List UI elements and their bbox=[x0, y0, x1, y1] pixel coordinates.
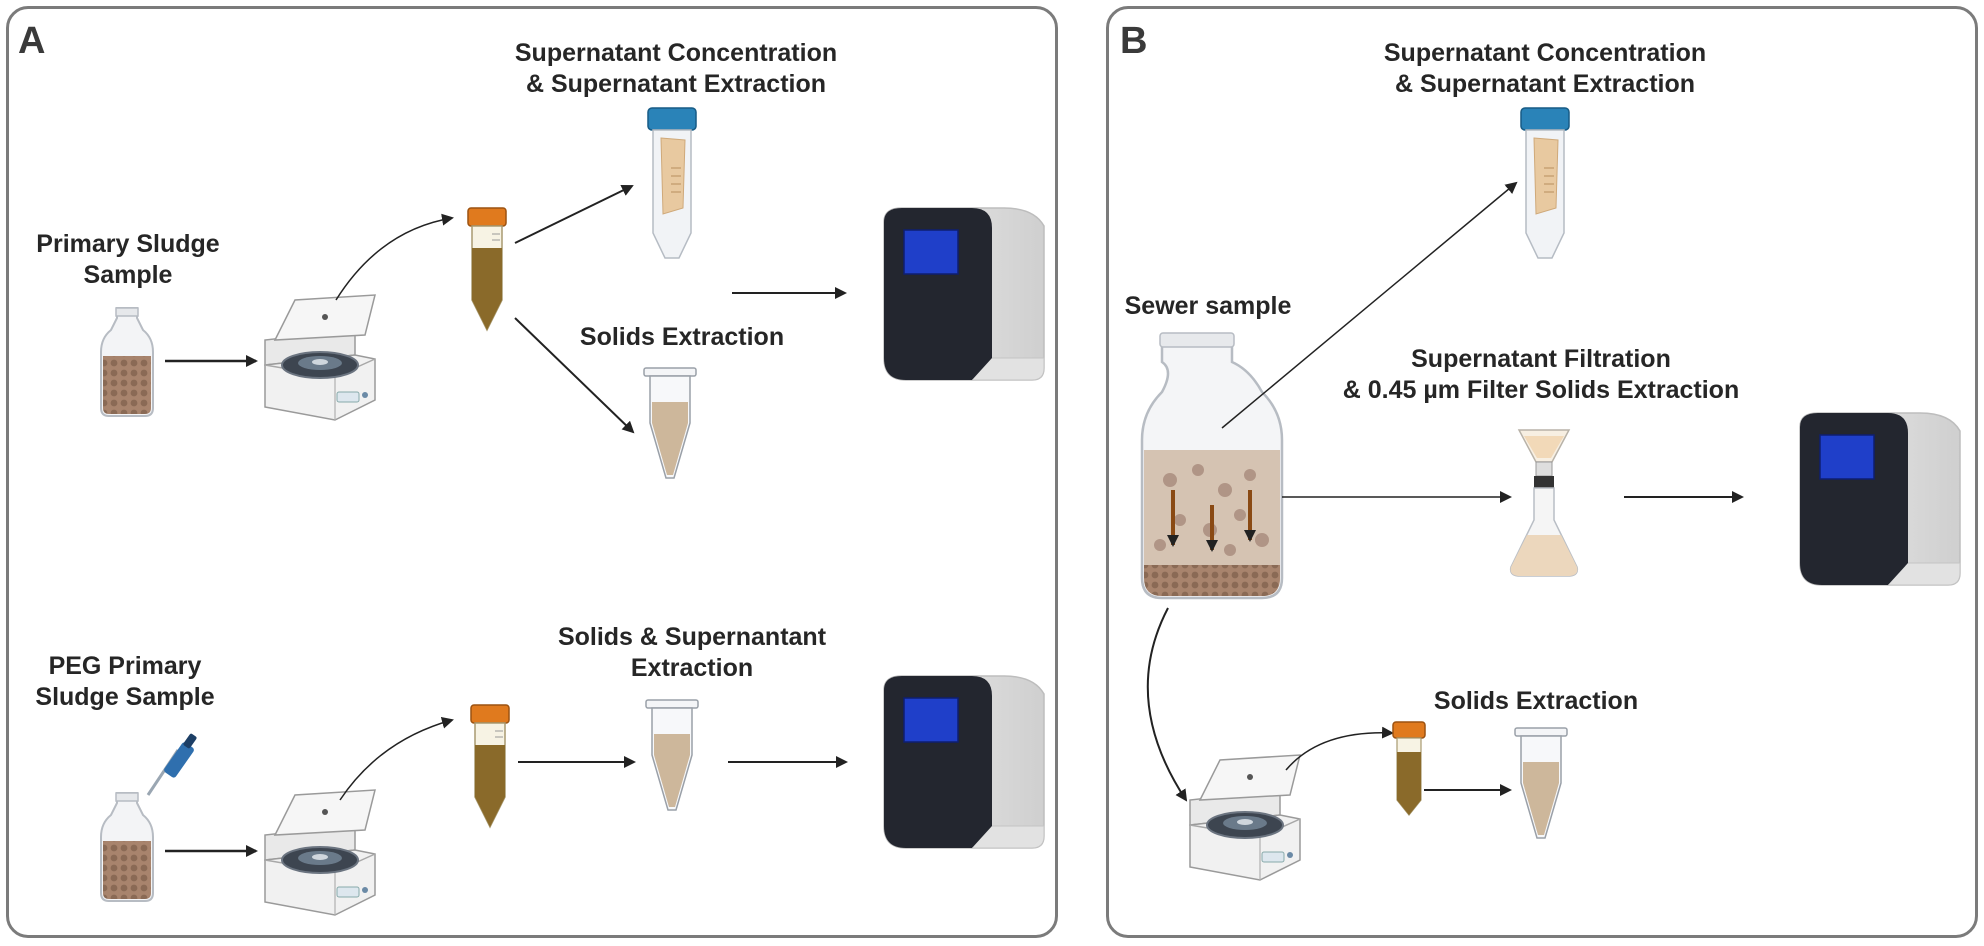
sewer-sample-bottle-icon bbox=[1140, 332, 1284, 600]
qpcr-instrument-icon bbox=[883, 207, 1045, 381]
centrifuge-icon bbox=[1189, 754, 1301, 881]
qpcr-instrument-icon bbox=[1799, 412, 1961, 586]
a-primary-sludge-label: Primary Sludge Sample bbox=[36, 230, 220, 289]
centrifuge-icon bbox=[264, 789, 376, 916]
pipette-icon bbox=[146, 733, 197, 796]
peg-sludge-bottle-icon bbox=[100, 792, 154, 902]
b-sewer-sample-label: Sewer sample bbox=[1124, 292, 1292, 320]
sludge-bottle-icon bbox=[100, 307, 154, 417]
b-solids-extraction-label: Solids Extraction bbox=[1433, 687, 1639, 715]
solids-microtube-icon bbox=[1514, 727, 1568, 839]
a-supernatant-label: Supernatant Concentration & Supernatant … bbox=[514, 39, 838, 98]
a-solids-supernatant-label: Solids & Supernantant Extraction bbox=[557, 623, 827, 682]
b-filtration-label: Supernatant Filtration & 0.45 µm Filter … bbox=[1342, 345, 1740, 404]
solids-supernatant-microtube-icon bbox=[645, 699, 699, 811]
qpcr-instrument-icon bbox=[883, 675, 1045, 849]
peg-sludge-tube-icon bbox=[470, 704, 510, 828]
panel-a bbox=[6, 6, 1058, 938]
vacuum-filter-icon bbox=[1509, 429, 1579, 577]
sludge-tube-icon bbox=[467, 207, 507, 331]
supernatant-tube-icon bbox=[1520, 107, 1570, 259]
panel-a-letter: A bbox=[18, 20, 46, 62]
a-peg-sludge-label: PEG Primary Sludge Sample bbox=[35, 652, 215, 711]
b-supernatant-label: Supernatant Concentration & Supernatant … bbox=[1383, 39, 1707, 98]
panel-b-letter: B bbox=[1120, 20, 1148, 62]
small-sludge-tube-icon bbox=[1392, 721, 1426, 816]
supernatant-tube-icon bbox=[647, 107, 697, 259]
centrifuge-icon bbox=[264, 294, 376, 421]
a-solids-extraction-label: Solids Extraction bbox=[579, 323, 785, 351]
solids-microtube-icon bbox=[643, 367, 697, 479]
